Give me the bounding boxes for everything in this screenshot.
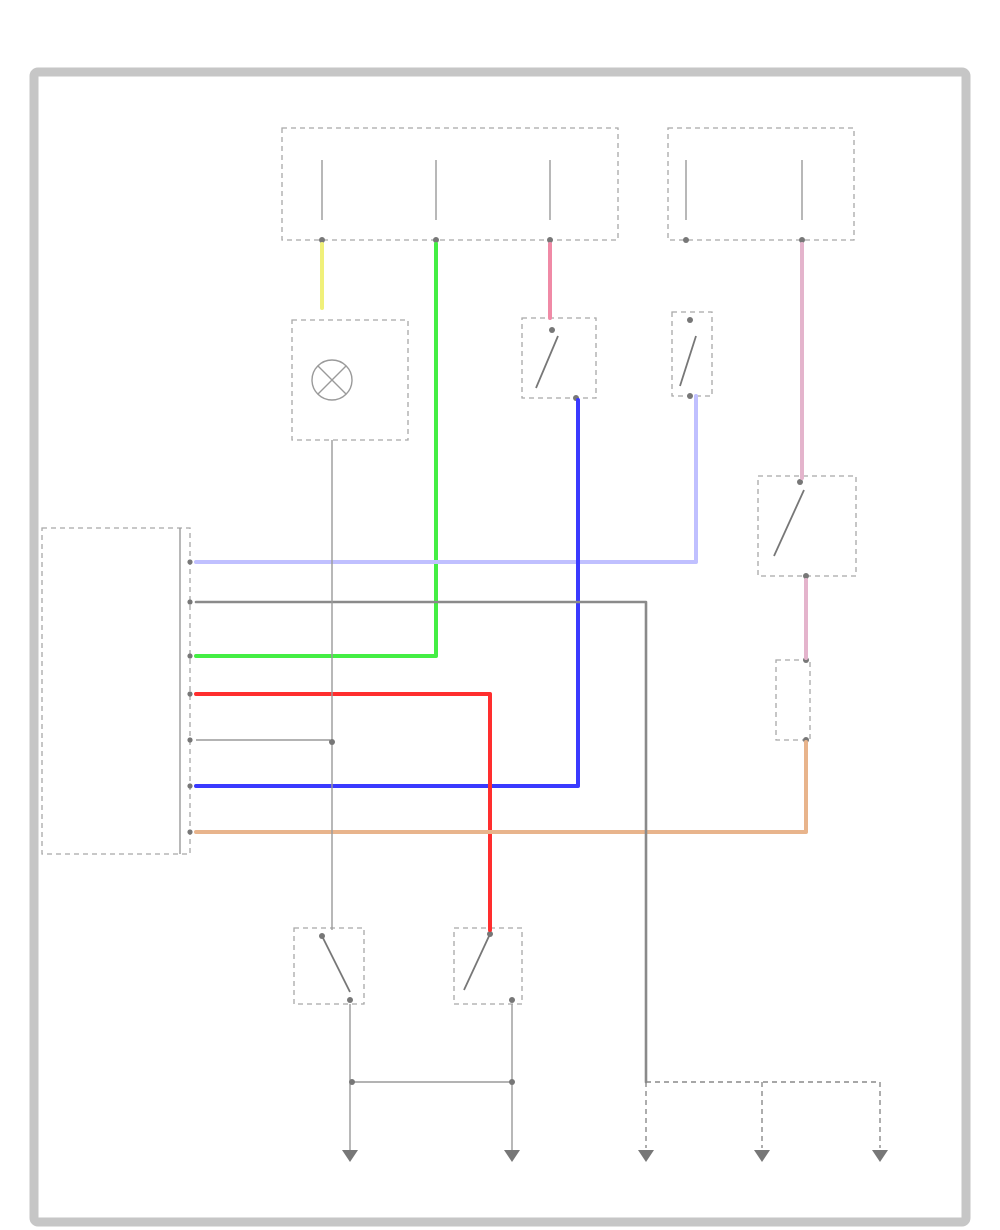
wire-red: [194, 692, 492, 932]
wire-orange: [194, 740, 808, 834]
combination-meter: [291, 319, 409, 441]
fuse-block-right: [667, 127, 855, 241]
switch-bottom-left: [293, 927, 365, 1005]
switch-top-right: [671, 311, 713, 399]
wire-pale-pink: [800, 242, 808, 660]
fuse-right-inline: [775, 657, 811, 743]
module-pin-dots: [187, 559, 193, 835]
fuse-symbols: [319, 160, 805, 243]
fuse-block-left: [281, 127, 619, 241]
diagram-frame: [29, 67, 971, 1227]
switch-top-middle: [521, 317, 597, 401]
wire-light-blue-vert: [194, 394, 698, 564]
wire-blue: [194, 398, 580, 788]
wire-green: [194, 242, 438, 658]
ground-symbols: [342, 1150, 888, 1162]
switch-right-middle: [757, 475, 857, 579]
wire-gray-main: [194, 600, 648, 1084]
control-module: [41, 527, 191, 855]
wire-gray-bottom: [349, 1004, 513, 1150]
wire-dashed-branch: [645, 1081, 881, 1148]
switch-bottom-middle: [453, 927, 523, 1005]
